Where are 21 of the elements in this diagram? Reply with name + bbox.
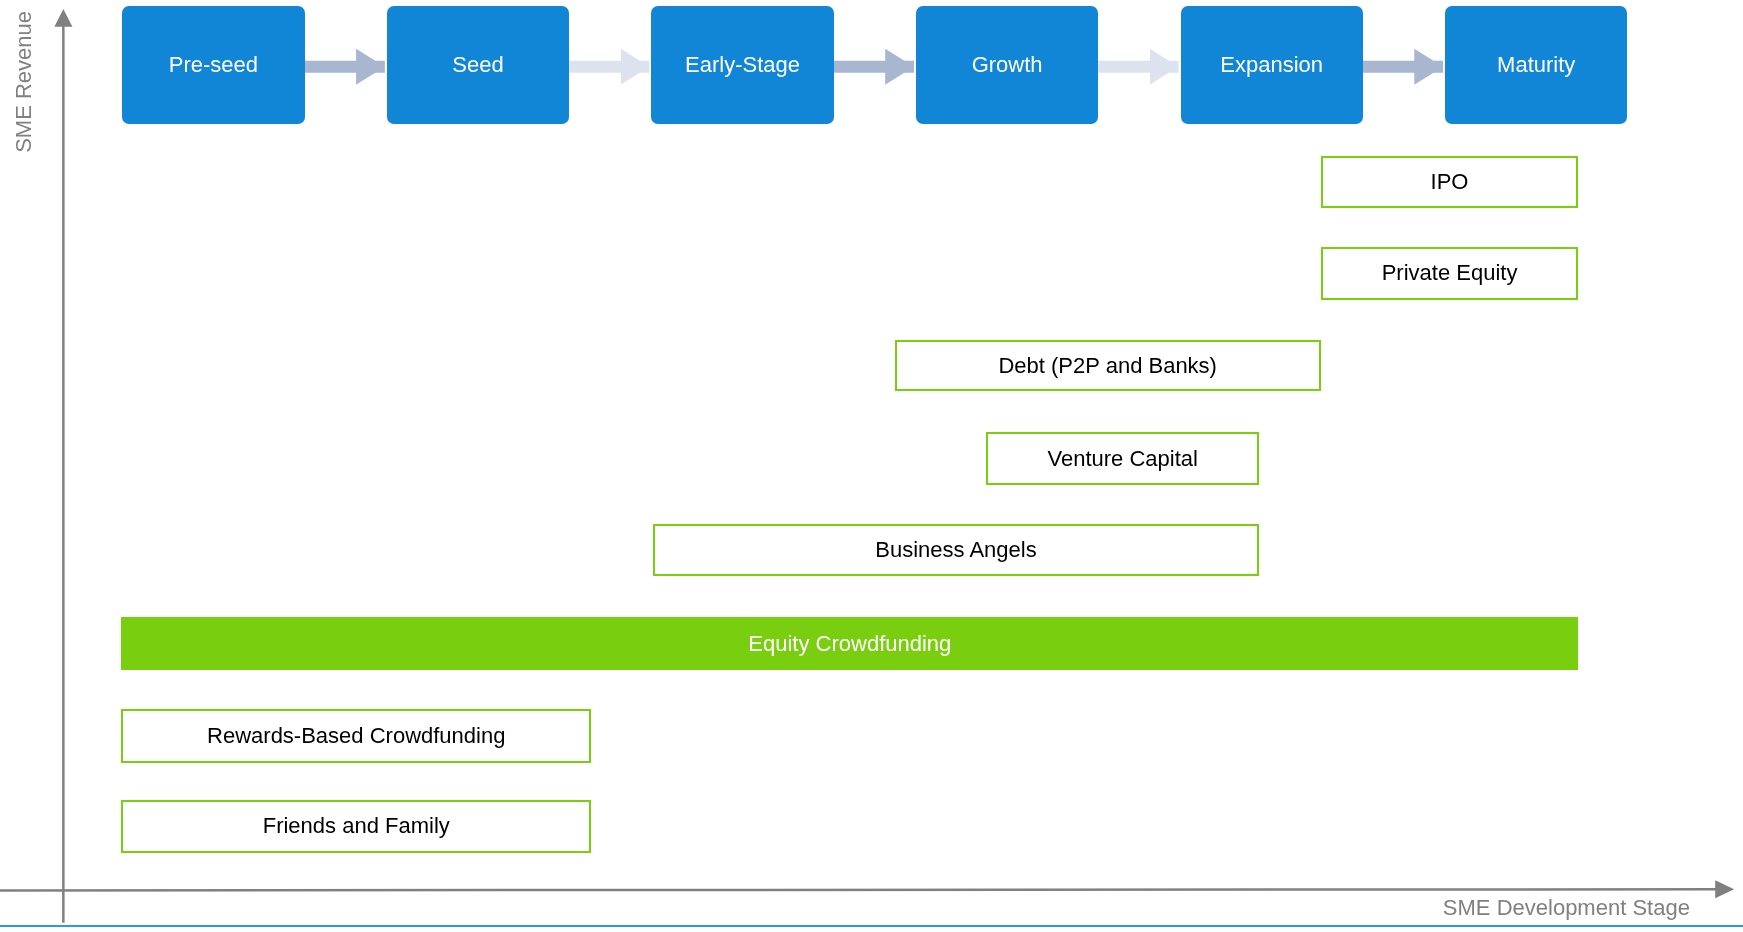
stage-box: Pre-seed: [122, 5, 305, 125]
funding-bar: IPO: [1320, 155, 1579, 208]
arrow: [1362, 48, 1444, 85]
stage-box: Early-Stage: [651, 5, 834, 125]
arrow: [304, 48, 385, 85]
axis-label: SME Development Stage: [1442, 894, 1690, 921]
funding-bar: Equity Crowdfunding: [121, 616, 1579, 671]
stage-box: Growth: [915, 5, 1099, 125]
arrow: [569, 48, 650, 85]
arrow: [833, 48, 914, 85]
funding-bar: Debt (P2P and Banks): [894, 340, 1321, 392]
funding-bar: Business Angels: [652, 523, 1260, 576]
stage-box: Expansion: [1180, 5, 1363, 125]
funding-bar: Venture Capital: [986, 432, 1260, 485]
funding-bar: Private Equity: [1320, 246, 1579, 301]
axis-label: SME Revenue: [11, 11, 38, 153]
stage-box: Maturity: [1445, 5, 1628, 125]
stage-box: Seed: [386, 5, 570, 125]
funding-bar: Rewards-Based Crowdfunding: [121, 709, 592, 763]
arrow: [1098, 48, 1179, 85]
funding-bar: Friends and Family: [121, 800, 592, 853]
